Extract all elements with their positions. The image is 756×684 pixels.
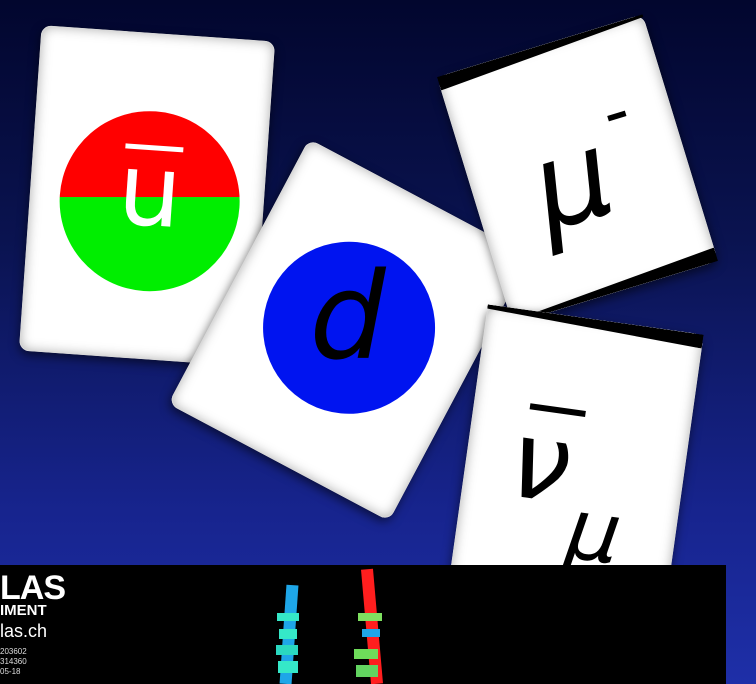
energy-deposit	[276, 645, 298, 655]
quark-symbol-u: u	[115, 139, 185, 243]
energy-deposit	[362, 629, 380, 637]
muon-charge-superscript: -	[593, 74, 638, 148]
experiment-logo: LAS	[0, 571, 65, 605]
event-display-panel: LAS IMENT las.ch 203602 314360 05-18	[0, 565, 726, 684]
event-date: 05-18	[0, 667, 27, 677]
event-number: 314360	[0, 657, 27, 667]
energy-deposit	[279, 629, 297, 639]
neutrino-symbol: ν	[503, 406, 578, 521]
quark-symbol-d: d	[310, 258, 386, 378]
energy-deposit	[356, 665, 378, 677]
experiment-url: las.ch	[0, 622, 47, 640]
run-number: 203602	[0, 647, 27, 657]
energy-deposit	[278, 661, 298, 673]
energy-deposit	[277, 613, 299, 621]
neutrino-subscript: μ	[562, 486, 627, 577]
experiment-logo-sub: IMENT	[0, 603, 47, 618]
energy-deposit	[354, 649, 378, 659]
energy-deposit	[358, 613, 382, 621]
event-info: 203602 314360 05-18	[0, 647, 27, 677]
